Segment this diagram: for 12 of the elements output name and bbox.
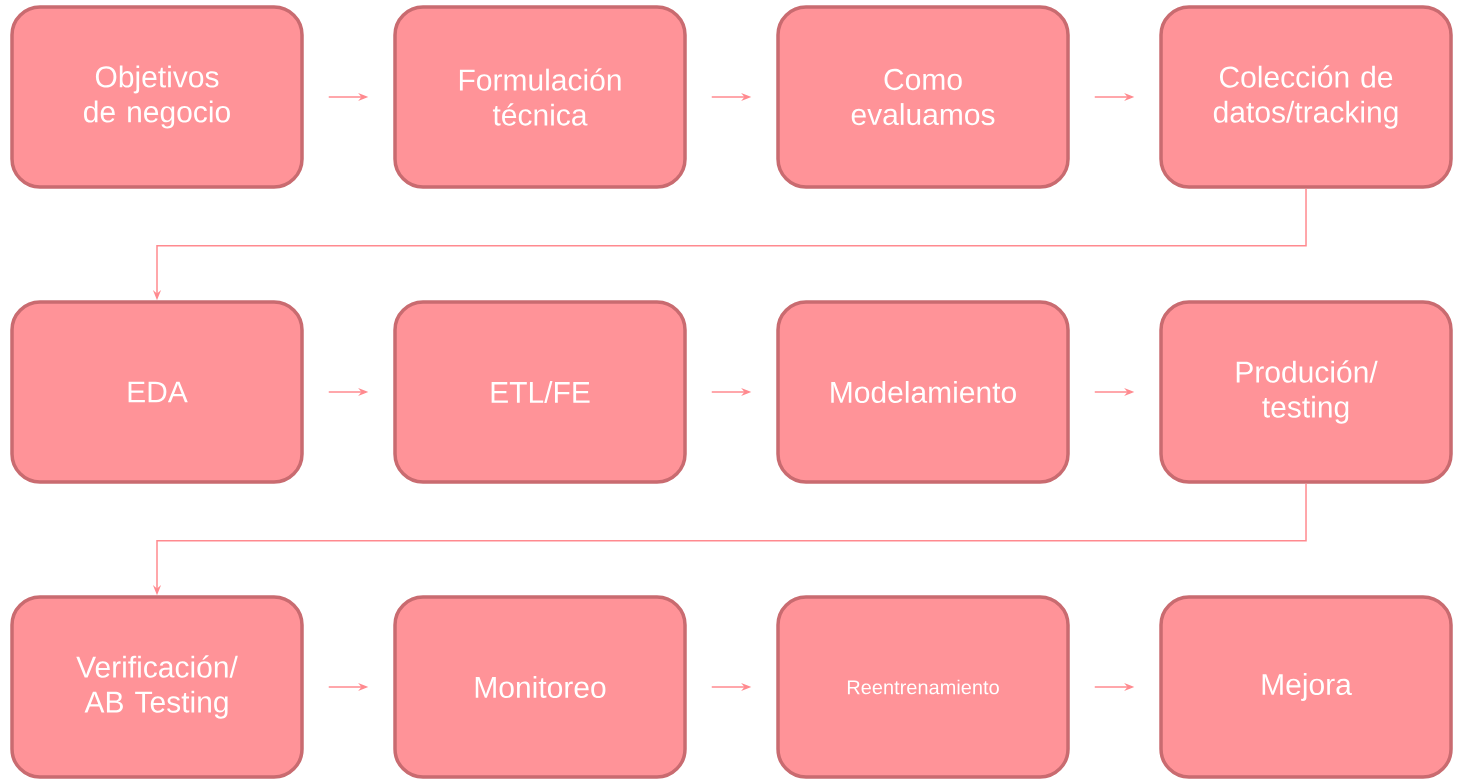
process-box: Produción/ testing (1159, 300, 1453, 484)
process-box: Formulación técnica (393, 5, 687, 189)
process-box: Modelamiento (776, 300, 1070, 484)
process-box: Objetivos de negocio (10, 5, 304, 189)
process-box: Verificación/ AB Testing (10, 595, 304, 779)
process-box: EDA (10, 300, 304, 484)
process-box: Como evaluamos (776, 5, 1070, 189)
process-box: Colección de datos/tracking (1159, 5, 1453, 189)
process-box: Mejora (1159, 595, 1453, 779)
process-box: Monitoreo (393, 595, 687, 779)
process-box: Reentrenamiento (776, 595, 1070, 779)
process-box: ETL/FE (393, 300, 687, 484)
